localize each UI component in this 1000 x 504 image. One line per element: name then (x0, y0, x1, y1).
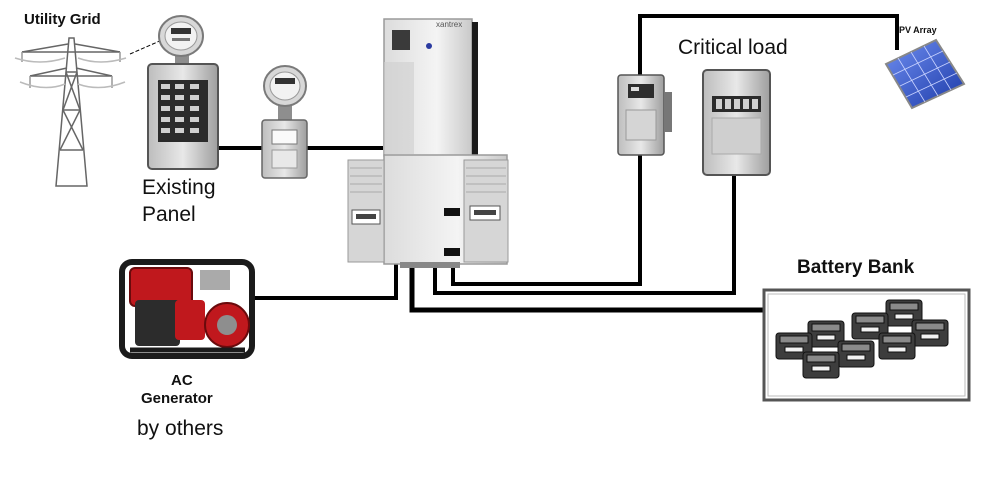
wire-grid-meter-lead (129, 39, 163, 55)
utility-grid-label: Utility Grid (24, 11, 101, 28)
wire-generator (252, 262, 398, 300)
battery-bank-label: Battery Bank (797, 257, 915, 278)
inverter-brand-label: xantrex (436, 20, 463, 29)
critical-load-breaker-panel-icon (702, 69, 771, 176)
electric-meter-icon (158, 15, 204, 68)
generator-label-line2: Generator (141, 390, 213, 407)
wire-critical-load (433, 175, 736, 295)
critical-load-label: Critical load (678, 36, 788, 59)
wire-battery (409, 262, 765, 313)
charge-controller-icon (463, 159, 509, 263)
existing-panel-label-line1: Existing (142, 176, 216, 199)
generator-icon (119, 259, 255, 359)
existing-panel-breaker-panel-icon (147, 63, 219, 170)
existing-panel-label-line2: Panel (142, 203, 196, 226)
generator-by-others-label: by others (137, 417, 224, 440)
pv-panel-icon (884, 38, 966, 110)
battery-icon (775, 299, 949, 379)
transmission-tower-icon (14, 37, 127, 187)
charge-controller-icon (347, 159, 385, 263)
wire-pv (638, 14, 899, 75)
generator-label-line1: AC (171, 372, 193, 389)
wiring (129, 14, 899, 313)
disconnect-switch-icon (617, 74, 672, 156)
net-meter-electric-meter-icon (261, 65, 308, 179)
wire-disconnect (451, 155, 642, 286)
pv-array-label: PV Array (899, 25, 937, 35)
